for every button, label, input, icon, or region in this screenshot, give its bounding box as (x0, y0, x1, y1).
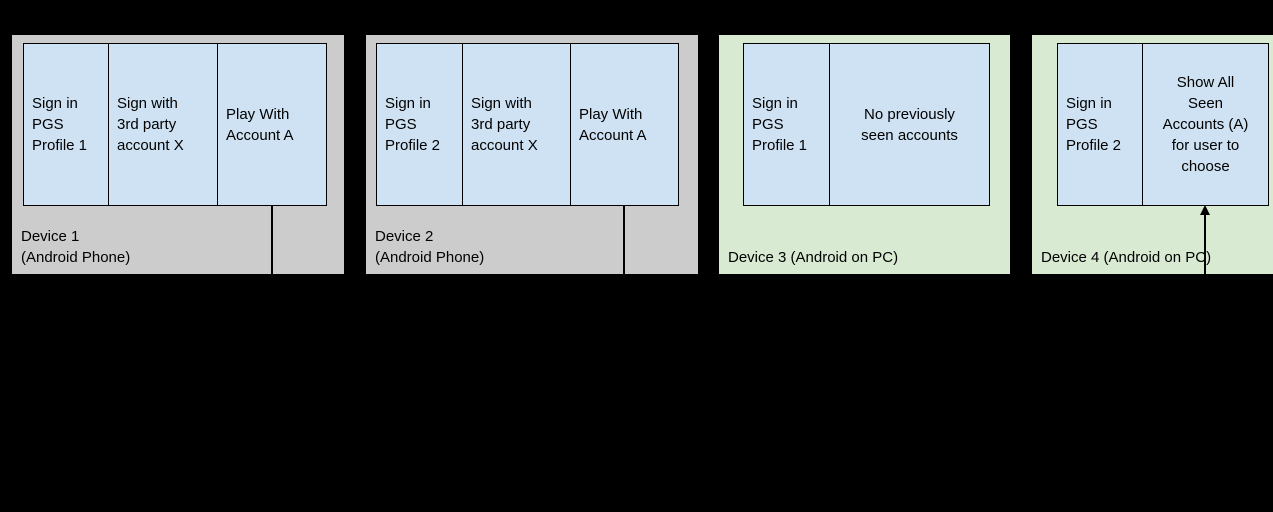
step-text: Sign in PGS Profile 2 (385, 95, 441, 154)
step-text: Sign with 3rd party account X (471, 95, 538, 154)
step-text: Sign in PGS Profile 1 (32, 95, 88, 154)
device-3-steps-row: Sign in PGS Profile 1 No previously seen… (743, 43, 990, 206)
connector-arrow-up-line (1204, 214, 1206, 274)
connector-line-down (271, 206, 273, 274)
device-2-panel: Sign in PGS Profile 2 Sign with 3rd part… (366, 35, 698, 274)
step-text: Play With Account A (226, 105, 294, 144)
step-box-play-with-account-a: Play With Account A (570, 43, 679, 206)
step-text: Play With Account A (579, 105, 647, 144)
device-1-panel: Sign in PGS Profile 1 Sign with 3rd part… (12, 35, 344, 274)
device-label: Device 4 (Android on PC) (1041, 249, 1212, 266)
device-1-steps-row: Sign in PGS Profile 1 Sign with 3rd part… (23, 43, 327, 206)
step-text: Sign in PGS Profile 2 (1066, 95, 1122, 154)
step-box-play-with-account-a: Play With Account A (217, 43, 327, 206)
step-text: Show All Seen Accounts (A) for user to c… (1162, 74, 1249, 175)
device-label: Device 2 (Android Phone) (375, 228, 485, 266)
device-label: Device 1 (Android Phone) (21, 228, 131, 266)
step-text: Sign with 3rd party account X (117, 95, 184, 154)
step-box-sign-with-3rd-party: Sign with 3rd party account X (462, 43, 571, 206)
connector-line-down (623, 206, 625, 274)
device-3-panel: Sign in PGS Profile 1 No previously seen… (719, 35, 1010, 274)
step-box-sign-with-3rd-party: Sign with 3rd party account X (108, 43, 218, 206)
step-box-sign-in-pgs-profile-2: Sign in PGS Profile 2 (376, 43, 463, 206)
step-box-show-all-seen-accounts: Show All Seen Accounts (A) for user to c… (1142, 43, 1269, 206)
step-box-no-previously-seen-accounts: No previously seen accounts (829, 43, 990, 206)
step-text: Sign in PGS Profile 1 (752, 95, 808, 154)
step-box-sign-in-pgs-profile-1: Sign in PGS Profile 1 (743, 43, 830, 206)
arrow-up-head (1200, 205, 1210, 215)
step-box-sign-in-pgs-profile-2: Sign in PGS Profile 2 (1057, 43, 1143, 206)
step-text: No previously seen accounts (861, 105, 958, 144)
device-2-steps-row: Sign in PGS Profile 2 Sign with 3rd part… (376, 43, 679, 206)
device-label: Device 3 (Android on PC) (728, 249, 899, 266)
step-box-sign-in-pgs-profile-1: Sign in PGS Profile 1 (23, 43, 109, 206)
device-4-panel: Sign in PGS Profile 2 Show All Seen Acco… (1032, 35, 1273, 274)
device-4-steps-row: Sign in PGS Profile 2 Show All Seen Acco… (1057, 43, 1269, 206)
